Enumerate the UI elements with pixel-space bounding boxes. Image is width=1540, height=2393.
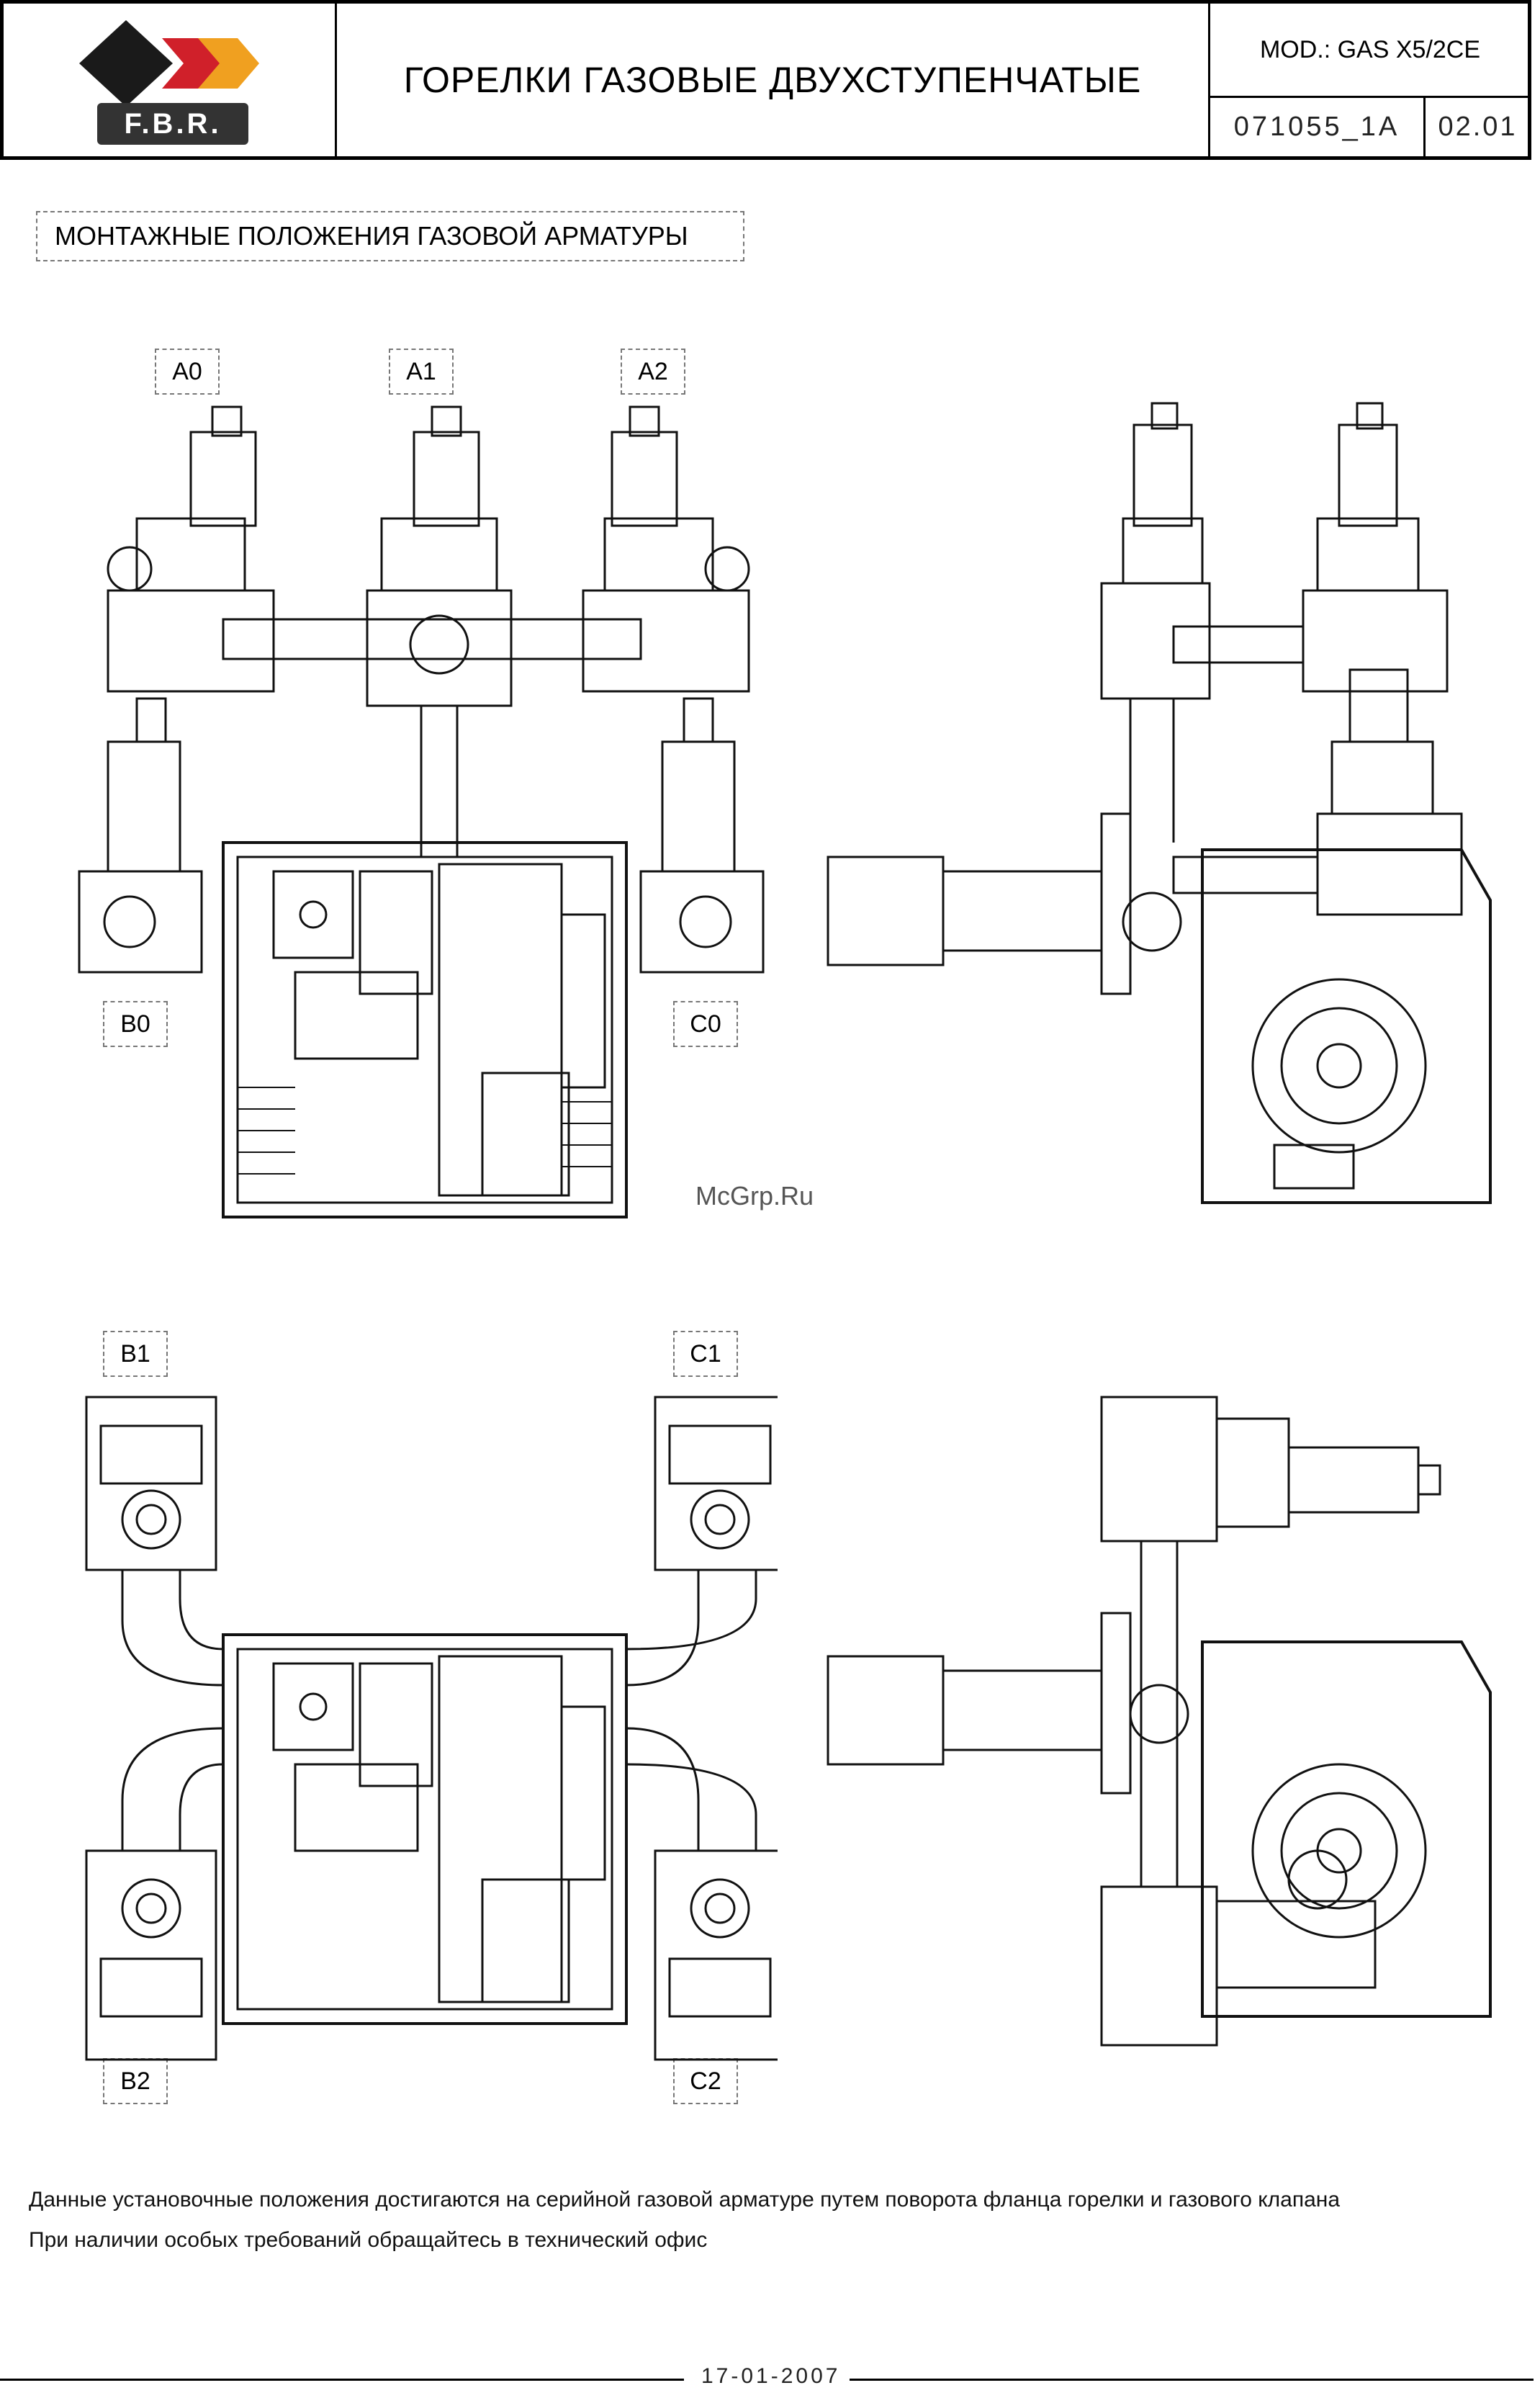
drawing-front-view-top: [58, 396, 778, 1231]
title-block: F.B.R. ГОРЕЛКИ ГАЗОВЫЕ ДВУХСТУПЕНЧАТЫЕ M…: [0, 0, 1531, 160]
logo-text: F.B.R.: [97, 103, 248, 145]
logo-cell: F.B.R.: [4, 4, 337, 156]
drawing-side-view-top: [814, 396, 1526, 1217]
revision: 02.01: [1438, 112, 1518, 142]
label-b1: B1: [103, 1331, 168, 1377]
label-b2: B2: [103, 2058, 168, 2104]
watermark: McGrp.Ru: [695, 1181, 814, 1211]
model-label: MOD.: GAS X5/2CE: [1210, 4, 1530, 98]
drawing-front-view-bottom: [58, 1383, 778, 2074]
fbr-logo-icon: [79, 20, 259, 107]
drawing-side-view-bottom: [814, 1383, 1526, 2103]
doc-number: 071055_1A: [1210, 98, 1426, 156]
label-a2: A2: [621, 349, 685, 395]
label-c1: C1: [673, 1331, 738, 1377]
label-b0: B0: [103, 1001, 168, 1047]
note-line-2: При наличии особых требований обращайтес…: [29, 2228, 708, 2252]
title-block-info: MOD.: GAS X5/2CE 071055_1A 02.01: [1208, 4, 1530, 156]
label-a0: A0: [155, 349, 220, 395]
footer-date: 17-01-2007: [693, 2364, 850, 2389]
label-c0: C0: [673, 1001, 738, 1047]
note-line-1: Данные установочные положения достигаютс…: [29, 2188, 1341, 2212]
footer-rule-right: [850, 2379, 1534, 2381]
label-c2: C2: [673, 2058, 738, 2104]
document-title: ГОРЕЛКИ ГАЗОВЫЕ ДВУХСТУПЕНЧАТЫЕ: [403, 60, 1142, 100]
footer-rule-left: [0, 2379, 684, 2381]
section-title: МОНТАЖНЫЕ ПОЛОЖЕНИЯ ГАЗОВОЙ АРМАТУРЫ: [36, 211, 744, 261]
label-a1: A1: [389, 349, 454, 395]
